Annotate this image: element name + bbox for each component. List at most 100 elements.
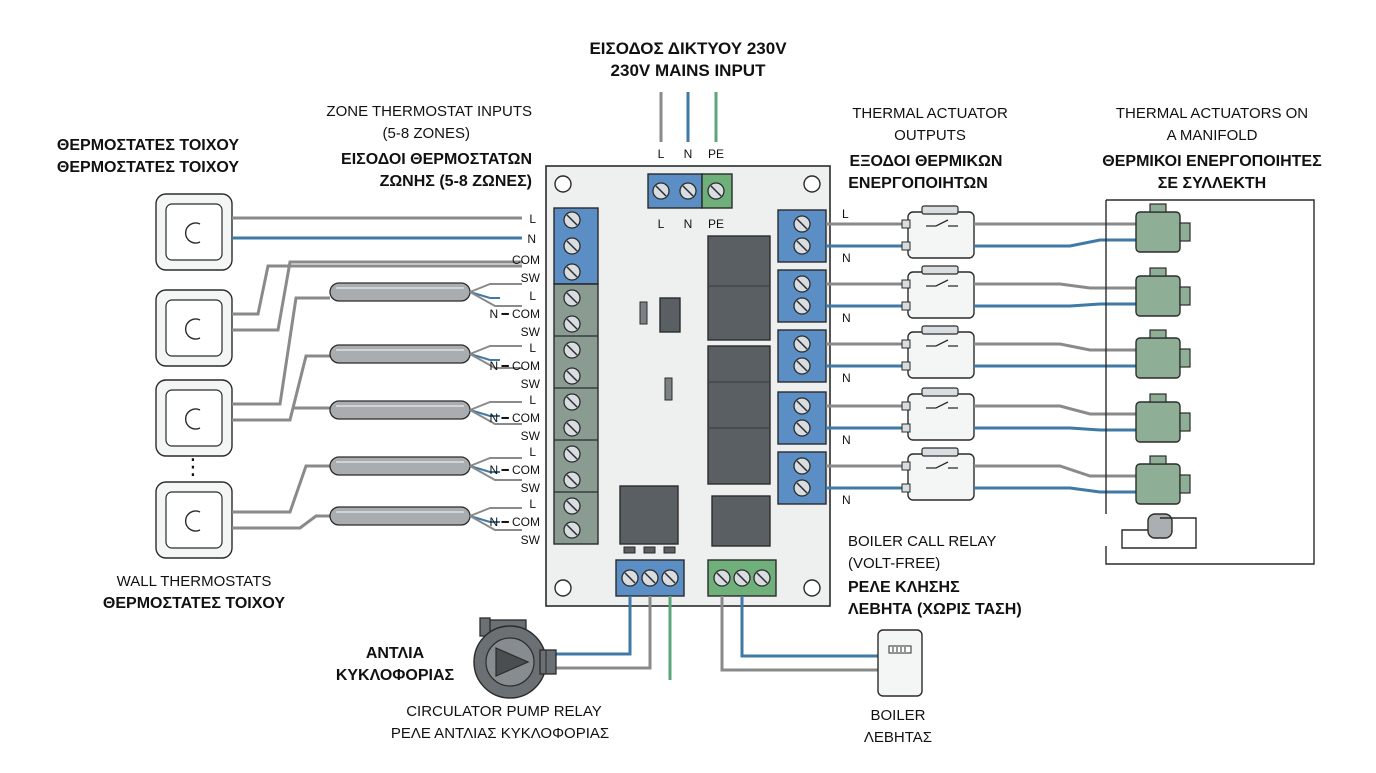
screw-icon — [733, 569, 751, 587]
screw-slot — [796, 278, 808, 290]
manifold-label-gr-1: ΘΕΡΜΙΚΟΙ ΕΝΕΡΓΟΠΟΙΗΤΕΣ — [1102, 153, 1322, 170]
thermal-actuator-icon — [1135, 329, 1191, 379]
relay-pin — [901, 361, 911, 371]
cable-core-live — [469, 345, 522, 355]
actuator-outputs-label-en-2: OUTPUTS — [894, 127, 966, 144]
manifold-outline — [1105, 199, 1315, 565]
manifold: THERMAL ACTUATORS ON A MANIFOLD ΘΕΡΜΙΚΟΙ… — [1102, 105, 1322, 565]
screw-slot — [566, 318, 578, 330]
zone-cable — [329, 506, 522, 531]
mount-hole-icon — [554, 579, 572, 597]
screw-icon — [793, 297, 811, 315]
wall-thermostat — [155, 289, 233, 367]
cable-jacket — [329, 282, 471, 302]
term-label-sw: SW — [521, 533, 541, 547]
term-label-com: COM — [512, 253, 540, 267]
screw-slot — [796, 400, 808, 412]
relay-bank — [619, 235, 771, 554]
resistor-component — [639, 301, 648, 325]
relay-pin — [901, 219, 911, 229]
screw-icon — [793, 397, 811, 415]
screw-icon — [713, 569, 731, 587]
zone-cable — [329, 344, 522, 369]
mains-wire-l-label: L — [658, 147, 665, 161]
term-label-n-com: N ━ COM — [489, 411, 540, 425]
output-label-n: N — [842, 433, 851, 447]
screw-slot — [796, 300, 808, 312]
thermostat-wiring — [232, 216, 522, 530]
boiler-relay-label-en-2: (VOLT-FREE) — [848, 555, 940, 572]
screw-icon — [563, 315, 581, 333]
pump-relay-label-en: CIRCULATOR PUMP RELAY — [406, 703, 602, 720]
screw-slot — [796, 460, 808, 472]
actuator-body — [1135, 337, 1181, 379]
screw-icon — [661, 569, 679, 587]
screw-slot — [566, 500, 578, 512]
actuator-body — [1135, 463, 1181, 505]
thermostat-dial-icon — [184, 408, 201, 430]
zone-inputs-label-en-2: (5-8 ZONES) — [382, 125, 470, 142]
actuator-output-row: N — [826, 325, 1136, 385]
term-label-l: L — [529, 393, 536, 407]
screw-icon — [621, 569, 639, 587]
relay-switch-icon — [926, 461, 958, 469]
cable-jacket — [329, 344, 471, 364]
cable-core-switch — [469, 291, 522, 307]
screw-slot — [566, 474, 578, 486]
boiler-relay-block — [711, 495, 771, 547]
mount-hole-icon — [803, 579, 821, 597]
thermostat-ellipsis: ⋮ — [182, 454, 204, 479]
term-label-n-com: N ━ COM — [489, 463, 540, 477]
mains-title-gr: ΕΙΣΟΔΟΣ ΔΙΚΤΥΟΥ 230V — [589, 39, 787, 58]
actuator-valve — [1179, 474, 1191, 494]
relay-module — [907, 271, 975, 319]
relay-module-cap — [921, 387, 959, 397]
pump-labels: ΑΝΤΛΙΑ ΚΥΚΛΟΦΟΡΙΑΣ CIRCULATOR PUMP RELAY… — [336, 645, 609, 742]
cable-core-neutral — [469, 515, 500, 523]
screw-icon — [563, 471, 581, 489]
boiler-label-gr: ΛΕΒΗΤΑΣ — [864, 729, 932, 746]
control-board: L N PE — [545, 165, 831, 607]
thermostats-top-label-2: ΘΕΡΜΟΣΤΑΤΕΣ ΤΟΙΧΟΥ — [57, 159, 240, 176]
actuator-cap — [1149, 329, 1167, 339]
actuator-neutral-wire — [974, 426, 1136, 432]
thermostats-top-label-1: ΘΕΡΜΟΣΤΑΤΕΣ ΤΟΙΧΟΥ — [57, 137, 240, 154]
actuator-live-wire — [974, 404, 1136, 416]
screw-icon — [753, 569, 771, 587]
screw-icon — [563, 445, 581, 463]
manifold-label-en-2: A MANIFOLD — [1167, 127, 1258, 144]
relay-switch-icon — [926, 279, 958, 287]
thermostat-dial-icon — [184, 318, 201, 340]
zone-terminal-strip — [553, 207, 599, 545]
mains-terminal-block: L N PE — [647, 173, 733, 231]
actuator-output-row: N — [826, 387, 1136, 447]
pump-label-gr-1: ΑΝΤΛΙΑ — [366, 645, 425, 662]
screw-slot — [566, 524, 578, 536]
output-label-n: N — [842, 311, 851, 325]
relay-pin — [901, 339, 911, 349]
relay-module — [907, 453, 975, 501]
actuator-neutral-wire — [974, 486, 1136, 494]
thermostat-dial-icon — [184, 510, 201, 532]
actuator-body — [1135, 275, 1181, 317]
cable-core-neutral — [469, 409, 500, 417]
cable-core-live — [469, 401, 522, 411]
zone-inputs-label-gr-2: ΖΩΝΗΣ (5-8 ΖΩΝΕΣ) — [380, 173, 532, 190]
actuator-cap — [1149, 455, 1167, 465]
relay-module — [907, 393, 975, 441]
screw-icon — [641, 569, 659, 587]
relay-switch-icon — [926, 401, 958, 409]
actuator-live-wire — [974, 282, 1136, 290]
relay-module-cap — [921, 325, 959, 335]
cable-core-live — [469, 283, 522, 293]
relay-module-cap — [921, 265, 959, 275]
pump-wiring — [556, 596, 672, 680]
zone-cable — [329, 400, 522, 425]
screw-icon — [793, 237, 811, 255]
actuator-output-row: LN — [826, 205, 1136, 265]
cable-core-switch — [469, 353, 522, 369]
cable-core-switch — [469, 465, 522, 481]
